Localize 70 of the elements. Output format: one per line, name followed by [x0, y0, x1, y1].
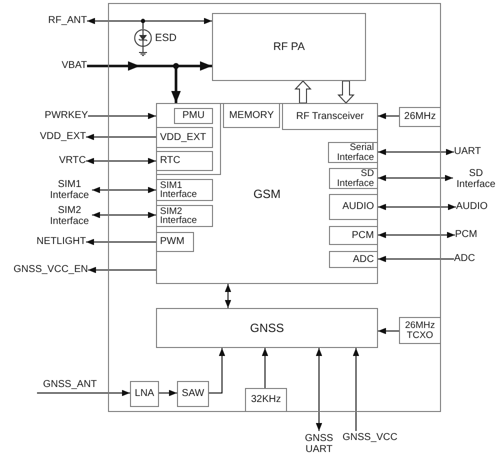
signal-label: UART	[454, 145, 490, 159]
arrow	[36, 390, 130, 396]
signal-label: SIM1 Interface	[47, 178, 92, 202]
function-block: Serial Interface	[328, 142, 378, 163]
function-block: GNSS	[156, 308, 378, 348]
signal-label: PCM	[455, 228, 489, 242]
signal-label: VRTC	[48, 154, 86, 168]
arrow	[378, 148, 454, 156]
arrow	[86, 238, 156, 246]
function-block: 26MHz	[399, 107, 441, 127]
function-block: 32KHz	[245, 388, 287, 412]
function-block: PWM	[156, 232, 194, 252]
signal-label: PWRKEY	[38, 109, 88, 123]
arrow	[208, 348, 226, 394]
arrow	[86, 134, 156, 140]
function-block: SIM1 Interface	[156, 179, 213, 201]
function-block: SAW	[177, 381, 209, 407]
function-block: LNA	[130, 381, 159, 407]
function-block: RF Transceiver	[282, 103, 378, 130]
arrow	[262, 348, 268, 388]
block-arrow	[294, 80, 312, 104]
module-outline	[108, 3, 441, 412]
arrow	[352, 348, 360, 432]
signal-label: RF_ANT	[36, 14, 87, 28]
signal-label: NETLIGHT	[28, 235, 86, 249]
arrow	[224, 284, 232, 308]
signal-label: ADC	[454, 252, 488, 266]
signal-label: GNSS_VCC_EN	[8, 263, 88, 277]
signal-label: VBAT	[52, 59, 87, 73]
function-block: RF PA	[212, 13, 366, 81]
block-title: GSM	[253, 186, 281, 200]
function-block: PMU	[174, 108, 213, 124]
function-block: SD Interface	[329, 168, 378, 189]
function-block: PCM	[329, 226, 378, 245]
signal-label: GNSS_VCC	[340, 431, 400, 445]
arrow	[86, 158, 156, 164]
signal-label: GNSS_ANT	[37, 376, 99, 393]
arrow	[171, 66, 181, 103]
signal-label: GNSS UART	[302, 431, 336, 457]
arrow	[158, 390, 178, 396]
arrow	[378, 232, 456, 238]
block-arrow	[337, 80, 355, 104]
function-block: 26MHz TCXO	[399, 317, 441, 344]
signal-label: SD Interface	[453, 167, 499, 191]
group-outline	[156, 103, 221, 175]
arrow	[316, 348, 322, 432]
arrow	[176, 61, 212, 71]
arrow	[92, 212, 156, 218]
signal-label: SIM2 Interface	[47, 204, 92, 228]
function-block: AUDIO	[329, 194, 378, 220]
arrow	[86, 18, 144, 24]
function-block: VDD_EXT	[156, 127, 213, 148]
chip-block	[156, 103, 378, 284]
function-block: ADC	[329, 251, 378, 268]
arrow	[378, 256, 454, 262]
function-block: MEMORY	[223, 103, 280, 128]
arrow	[378, 328, 400, 334]
arrow	[88, 112, 156, 120]
esd-symbol	[134, 29, 152, 56]
arrow	[378, 112, 400, 120]
arrow	[92, 186, 156, 194]
function-block: RTC	[156, 151, 213, 171]
function-block: SIM2 Interface	[156, 205, 213, 227]
arrow	[142, 18, 212, 24]
arrow	[378, 174, 454, 182]
signal-label: VDD_EXT	[32, 130, 86, 144]
arrow	[88, 266, 156, 274]
symbol-caption: ESD	[155, 31, 177, 45]
signal-label: AUDIO	[456, 200, 496, 214]
arrow	[378, 204, 456, 210]
